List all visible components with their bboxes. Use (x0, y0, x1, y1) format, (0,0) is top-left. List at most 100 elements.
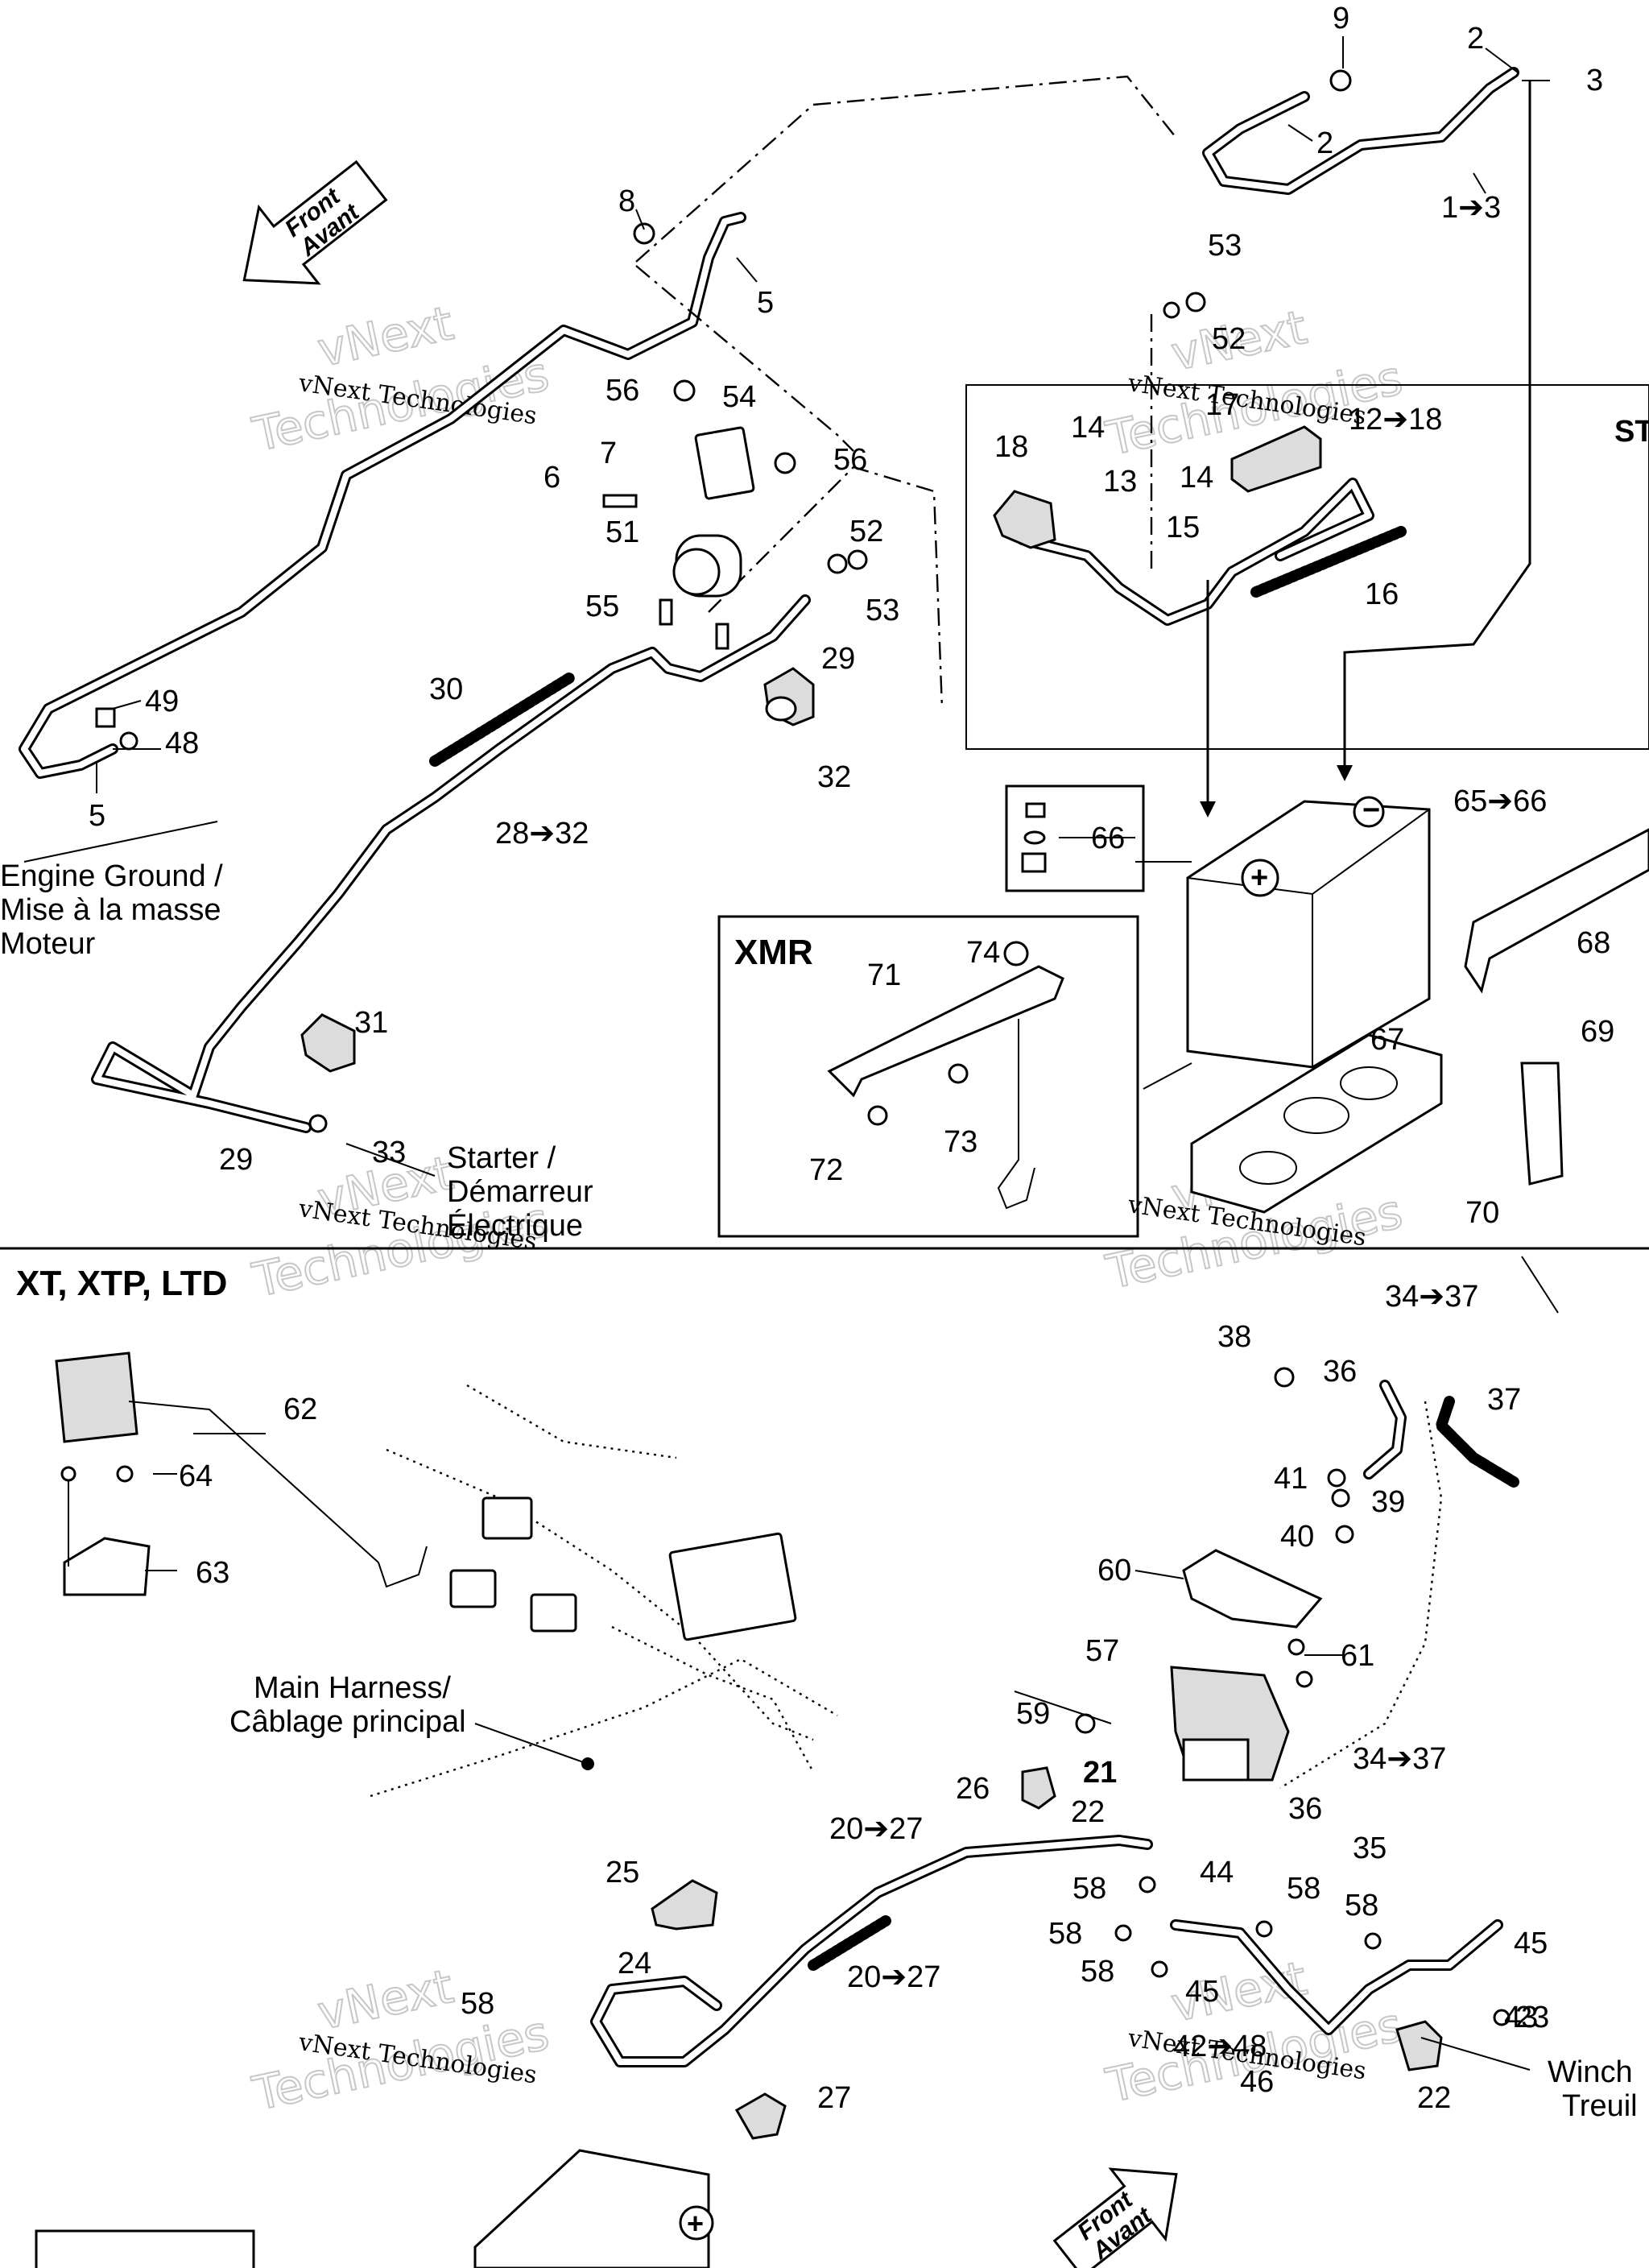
hardware-box-66 (1005, 784, 1145, 892)
callout: 7 (600, 437, 617, 470)
callout: 22 (1071, 1795, 1105, 1829)
callout: 55 (585, 590, 619, 623)
svg-text:Starter /: Starter / (447, 1141, 556, 1175)
positive-terminal (1241, 859, 1279, 897)
callout: 53 (1208, 229, 1242, 263)
callout: 39 (1371, 1485, 1405, 1519)
callout: 32 (817, 760, 851, 794)
cable-28-32 (91, 594, 811, 1133)
svg-text:vNext: vNext (313, 296, 458, 378)
svg-text:+: + (1250, 861, 1268, 895)
battery-bottom: + (473, 2149, 714, 2268)
callout: 2 (1467, 22, 1484, 56)
cable-12-18 (1017, 478, 1374, 626)
battery-tray-67 (1190, 1033, 1443, 1214)
callout: 31 (354, 1006, 388, 1040)
callout: 44 (1200, 1856, 1234, 1889)
fuse-box-62 (55, 1351, 428, 1588)
callout: 14 (1180, 461, 1213, 495)
callout: 1➔3 (1441, 191, 1501, 225)
front-arrow-bottom: Front Avant (1052, 2167, 1178, 2268)
boot-17 (1230, 425, 1322, 493)
svg-text:+: + (687, 2207, 704, 2240)
xmr-box (717, 915, 1139, 1238)
callout: 69 (1581, 1015, 1614, 1049)
sleeve-24 (808, 1915, 891, 1971)
boot-27 (734, 2092, 787, 2140)
callout: 45 (1514, 1927, 1548, 1960)
callout: 68 (1577, 926, 1610, 960)
callout: 60 (1097, 1554, 1131, 1587)
leader-dash (708, 466, 944, 710)
callout: 52 (1212, 322, 1246, 356)
callout: 36 (1288, 1792, 1322, 1826)
svg-text:−: − (1362, 793, 1380, 827)
callout: 65➔66 (1453, 784, 1547, 818)
callout: 58 (1081, 1955, 1114, 1989)
callout: 23 (1515, 2001, 1549, 2034)
svg-text:Câblage principal: Câblage principal (229, 1705, 466, 1739)
bracket-63 (60, 1465, 151, 1596)
callout: 18 (994, 430, 1028, 464)
callout: 51 (605, 515, 639, 549)
callout: 5 (757, 286, 774, 320)
callout: 49 (145, 685, 179, 718)
boot-46 (1395, 2020, 1443, 2071)
svg-text:Engine Ground /: Engine Ground / (0, 859, 223, 893)
callout: 20➔27 (829, 1812, 923, 1846)
leader-dash (635, 75, 1176, 263)
callout: 46 (1240, 2065, 1274, 2099)
callout: 21 (1083, 1756, 1117, 1790)
callout: 74 (966, 936, 1000, 970)
callout: 61 (1341, 1639, 1374, 1673)
callout: 27 (817, 2081, 851, 2115)
callout: 33 (372, 1136, 406, 1169)
svg-text:Winch: Winch (1548, 2055, 1633, 2089)
callout: 58 (1345, 1889, 1378, 1922)
boot-32 (763, 667, 815, 726)
boot-25 (651, 1879, 718, 1931)
callout: 3 (1586, 64, 1603, 97)
callout: 9 (1333, 2, 1349, 35)
svg-text:Main Harness/: Main Harness/ (254, 1671, 451, 1705)
callout: 53 (866, 594, 899, 627)
main-harness (370, 1384, 838, 1798)
callout: 29 (219, 1143, 253, 1177)
note-engine-ground: Engine Ground / Mise à la masse Moteur (0, 859, 223, 961)
callout: 8 (618, 184, 635, 218)
callout: 16 (1365, 577, 1399, 611)
strap-68 (1464, 828, 1649, 994)
callout: 71 (867, 958, 901, 992)
callout: 17 (1205, 388, 1239, 422)
bracket-60 (1182, 1549, 1323, 1629)
svg-text:Démarreur: Démarreur (447, 1175, 593, 1209)
callout: 38 (1217, 1320, 1251, 1354)
nuts-top (119, 69, 1352, 1133)
callout: 54 (722, 380, 756, 414)
callout: 58 (1072, 1872, 1106, 1906)
callout: 56 (605, 374, 639, 408)
bracket-69 (1520, 1062, 1564, 1186)
callout: 29 (821, 642, 855, 676)
callout: 42➔48 (1173, 2030, 1267, 2063)
note-starter: Starter / Démarreur Électrique (447, 1141, 593, 1243)
callout: 37 (1487, 1383, 1521, 1417)
battery: + − (1186, 793, 1431, 1069)
cable-37 (1436, 1396, 1519, 1488)
callout: 73 (944, 1125, 977, 1159)
svg-text:Treuil: Treuil (1562, 2089, 1638, 2123)
boot-26 (1021, 1766, 1056, 1810)
callout: 56 (833, 443, 867, 477)
callout: 24 (618, 1947, 651, 1980)
starter-solenoid-51 (672, 426, 755, 598)
callout: 2 (1316, 126, 1333, 160)
callout: 28➔32 (495, 817, 589, 850)
callout: 5 (89, 799, 105, 833)
st-box (965, 384, 1649, 750)
callout: 57 (1085, 1634, 1119, 1668)
bottom-box (35, 2229, 255, 2268)
bolts-top (95, 494, 729, 728)
callout: 12➔18 (1349, 403, 1442, 437)
callout: 72 (809, 1153, 843, 1187)
